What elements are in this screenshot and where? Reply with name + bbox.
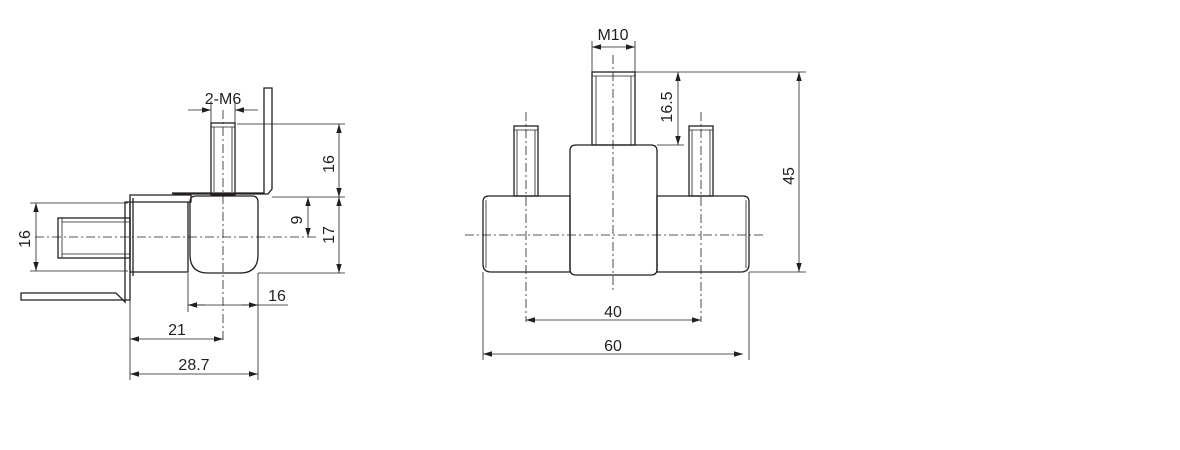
callout-2-m6: 2-M6 bbox=[205, 91, 242, 108]
upper-bracket bbox=[171, 87, 273, 195]
dim-overall-height-45: 45 bbox=[781, 167, 798, 185]
dim-offset-21: 21 bbox=[168, 322, 186, 339]
dim-stud-height-16: 16 bbox=[321, 155, 338, 173]
left-block bbox=[482, 195, 571, 273]
dim-offset-9: 9 bbox=[289, 215, 306, 224]
right-block bbox=[656, 195, 750, 273]
bracket bbox=[20, 194, 192, 304]
center-block bbox=[569, 144, 658, 276]
dim-body-height-16: 16 bbox=[17, 230, 34, 248]
dim-block-width-16: 16 bbox=[268, 288, 286, 305]
right-view: M10 16.5 45 40 60 bbox=[465, 27, 806, 360]
left-view: 2-M6 16 17 9 16 16 21 28.7 bbox=[17, 87, 345, 380]
dim-body-height-17: 17 bbox=[321, 226, 338, 244]
dim-stud-spacing-40: 40 bbox=[604, 304, 622, 321]
callout-m10: M10 bbox=[597, 27, 628, 44]
horizontal-stud bbox=[57, 217, 131, 259]
dim-overall-width-60: 60 bbox=[604, 338, 622, 355]
dim-stud-height-16-5: 16.5 bbox=[659, 91, 676, 122]
dim-overall-width-28-7: 28.7 bbox=[178, 357, 209, 374]
rounded-block bbox=[189, 195, 259, 274]
center-stud bbox=[591, 71, 636, 146]
